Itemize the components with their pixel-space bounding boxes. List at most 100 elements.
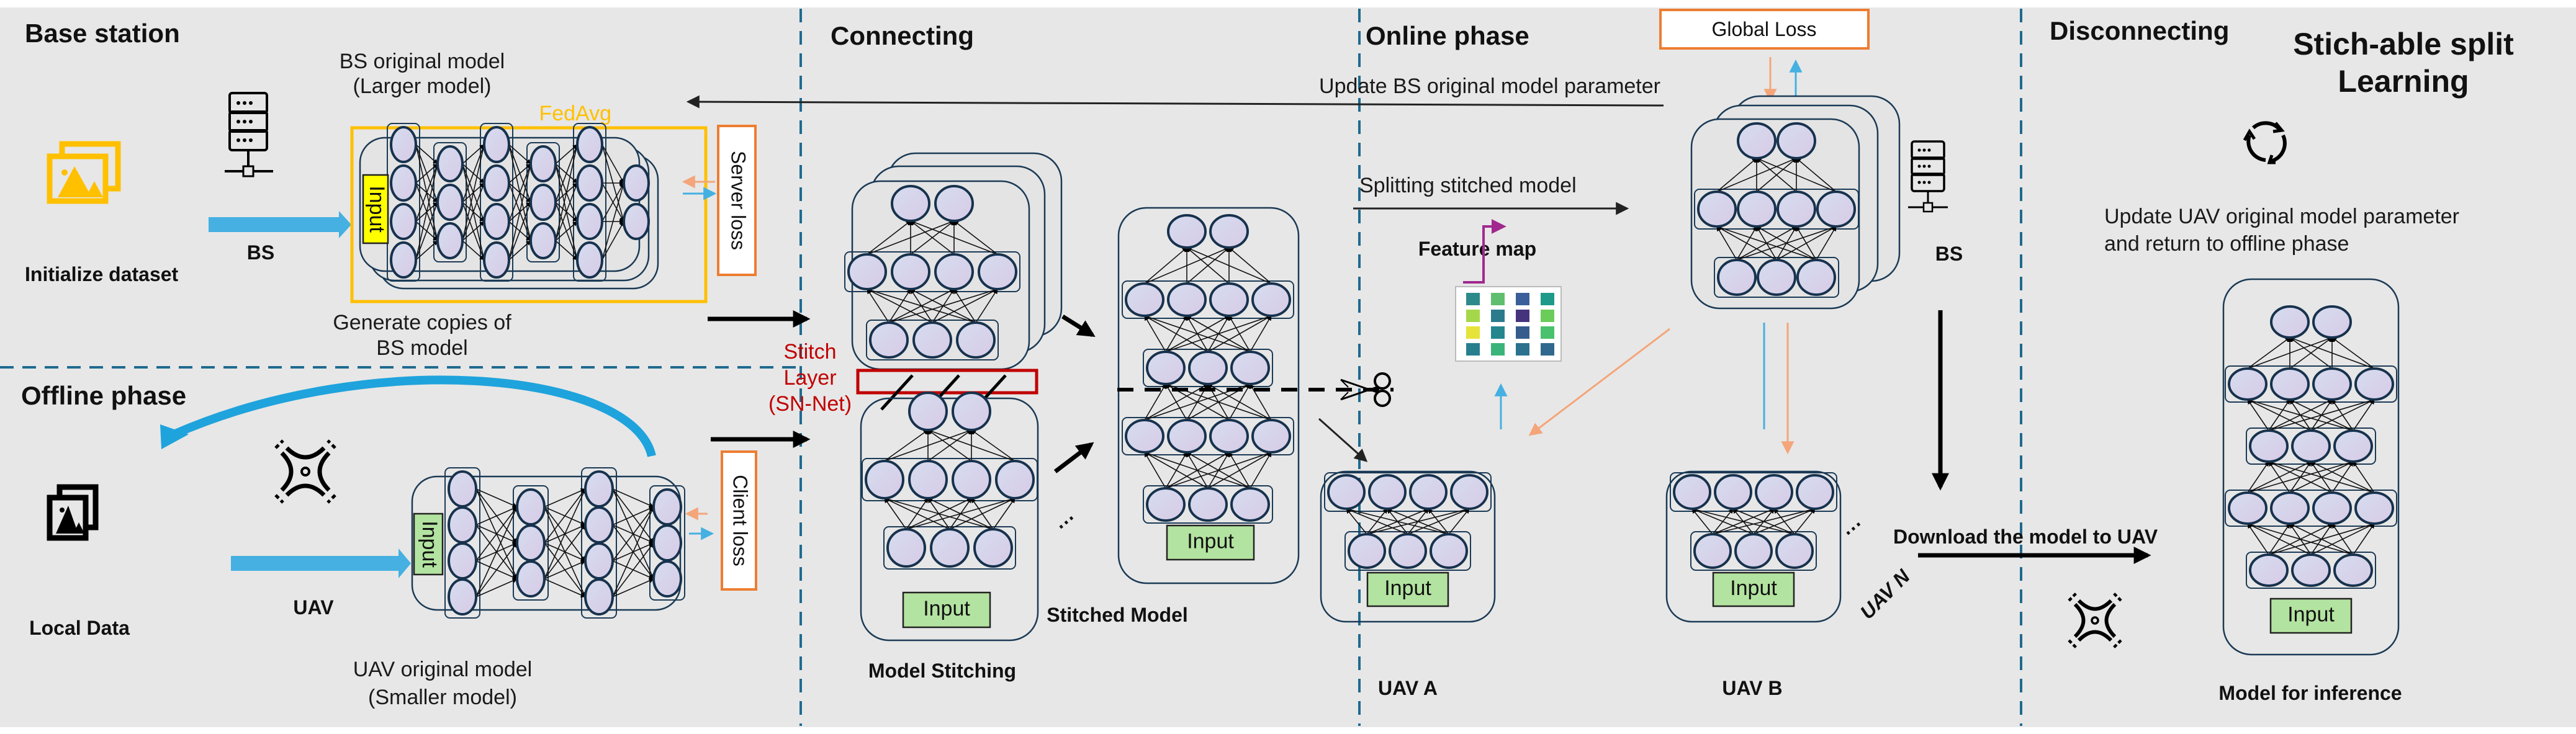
neuron: [1368, 474, 1407, 510]
section-title-base-station: Base station: [25, 19, 180, 48]
neuron: [1796, 474, 1834, 510]
connection-edge: [1448, 508, 1470, 535]
connection-edge: [1186, 315, 1251, 352]
connection-edge: [555, 221, 578, 241]
neuron: [1188, 351, 1228, 385]
offline-loop-arrow: [172, 375, 656, 457]
connection-edge: [2247, 399, 2269, 431]
connection-edge: [884, 429, 929, 462]
input-box-uav: [413, 512, 444, 576]
neuron: [2354, 491, 2394, 525]
neuron: [1737, 122, 1777, 159]
neuron: [436, 222, 464, 259]
neuron: [934, 253, 974, 290]
neuron: [912, 321, 952, 359]
neuron: [973, 528, 1013, 568]
neuron: [2312, 367, 2352, 401]
connection-edge: [1250, 383, 1272, 421]
drone-icon-disconnecting: [2068, 592, 2122, 649]
neuron: [448, 470, 477, 508]
neuron: [1693, 533, 1732, 569]
layer-box: [1344, 531, 1471, 571]
connection-edge: [953, 220, 998, 255]
connection-edge: [953, 289, 976, 323]
stitched-model-label: Stitched Model: [1047, 604, 1188, 626]
connection-edge: [1186, 452, 1251, 489]
stitched-model: Input: [1117, 207, 1300, 584]
connection-edge: [1756, 226, 1817, 261]
connection-edge: [2331, 337, 2375, 369]
neuron: [1775, 533, 1814, 569]
connection-edge: [1346, 507, 1449, 535]
neuron: [1209, 419, 1249, 454]
bs-label: BS: [247, 241, 274, 264]
input-label: Input: [418, 521, 441, 568]
server-icon: [225, 92, 273, 177]
connection-edge: [1732, 508, 1795, 535]
neuron: [516, 524, 546, 562]
connection-edge: [1144, 383, 1166, 421]
neuron: [1777, 122, 1816, 159]
neuron: [2270, 491, 2310, 525]
neuron: [952, 460, 991, 499]
update-uav-line2: and return to offline phase: [2104, 232, 2349, 256]
connection-edge: [2247, 398, 2354, 431]
online-bs-model-stack: [1690, 95, 1901, 310]
neuron: [390, 164, 417, 202]
uav-b-model: Input: [1665, 470, 1842, 623]
input-label: Input: [365, 186, 389, 233]
connection-edge: [544, 488, 586, 544]
neuron: [891, 185, 930, 222]
connection-edge: [508, 163, 533, 261]
stitch-label-line2: Layer: [783, 366, 836, 390]
model-frame: [1665, 470, 1842, 623]
connection-edge: [927, 498, 994, 530]
diagram-title-line2: Learning: [2338, 64, 2469, 99]
connection-edge: [415, 240, 438, 261]
connection-edge: [2331, 523, 2354, 555]
input-label: Input: [1730, 576, 1777, 600]
local-data-label: Local Data: [29, 617, 130, 639]
neuron: [576, 241, 603, 279]
stitch-layer-box: [856, 369, 1038, 395]
neuron: [2354, 367, 2394, 401]
neuron: [2312, 305, 2352, 339]
connection-edge: [555, 240, 578, 261]
update-bs-arrow: [686, 95, 1664, 109]
feature-map-cell: [1541, 343, 1554, 356]
connection-edge: [1144, 247, 1187, 284]
connection-edge: [2331, 399, 2354, 431]
connection-edge: [1756, 158, 1837, 192]
connection-edge: [2247, 522, 2354, 555]
neuron: [1167, 282, 1207, 317]
scissors-icon: [1340, 372, 1391, 407]
feature-map-cell: [1466, 293, 1480, 305]
connection-edge: [2310, 461, 2375, 493]
feature-map-cell: [1541, 326, 1554, 339]
connection-edge: [1186, 247, 1272, 284]
connection-edge: [2289, 336, 2375, 369]
neuron: [2312, 491, 2352, 525]
neuron: [1697, 190, 1737, 228]
connection-edge: [601, 221, 624, 261]
connection-edge: [612, 506, 654, 526]
layer-box: [1670, 472, 1837, 512]
connection-edge: [1228, 247, 1272, 284]
neuron: [652, 524, 682, 562]
offline-loop-arrowhead: [160, 424, 189, 449]
uav-a-backward-arrow: [1528, 328, 1670, 436]
bs-model-copies-stack: [844, 152, 1063, 370]
connection-edge: [415, 163, 439, 261]
server-loss-label: Server loss: [727, 151, 750, 250]
connection-edge: [612, 506, 654, 597]
model-stitching-label: Model Stitching: [868, 660, 1016, 682]
layer-box: [1122, 280, 1294, 319]
layer-box: [866, 320, 999, 360]
neuron: [2333, 553, 2373, 587]
neuron: [1409, 474, 1448, 510]
connection-edge: [927, 429, 972, 462]
connection-edge: [867, 289, 889, 323]
neuron: [952, 392, 991, 431]
connection-edge: [612, 488, 654, 508]
